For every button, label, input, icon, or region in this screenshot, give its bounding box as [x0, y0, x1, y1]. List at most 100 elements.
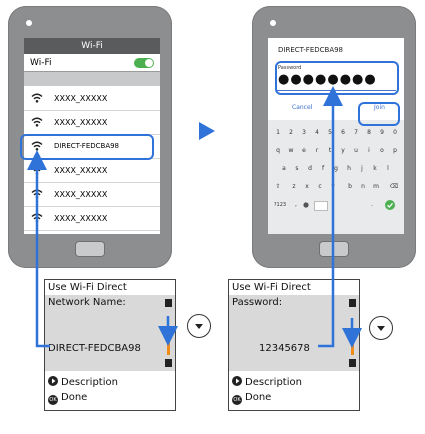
key[interactable]: 7 — [354, 129, 358, 136]
dialog-actions: Cancel Join — [268, 98, 404, 116]
symbols-key[interactable]: ?123 — [273, 202, 287, 208]
footer-description[interactable]: Description — [48, 376, 118, 388]
key[interactable]: z — [292, 183, 296, 190]
wifi-network-name: DIRECT-FEDCBA98 — [54, 142, 120, 150]
key[interactable]: 9 — [380, 129, 384, 136]
key[interactable]: g — [334, 165, 338, 172]
key[interactable]: , — [295, 201, 297, 208]
printer-panel-network-name: Use Wi-Fi Direct Network Name: DIRECT-FE… — [44, 279, 176, 411]
key[interactable]: r — [315, 147, 319, 154]
key[interactable]: c — [318, 183, 322, 190]
camera-dot — [270, 20, 276, 26]
key[interactable]: m — [373, 183, 379, 190]
key[interactable]: 2 — [289, 129, 293, 136]
scroll-down-icon — [165, 359, 172, 367]
key[interactable]: l — [387, 165, 389, 172]
wifi-network-row[interactable]: XXXX_XXXXX — [24, 111, 160, 135]
key[interactable]: j — [361, 165, 363, 172]
globe-icon[interactable] — [302, 198, 310, 214]
key[interactable]: a — [282, 165, 286, 172]
keyboard-row: q w e r t y u i o p — [272, 144, 400, 158]
wifi-toggle-label: Wi-Fi — [30, 58, 52, 68]
password-screen: DIRECT-FEDCBA98 Password ●●●●●●●● Cancel… — [268, 38, 404, 234]
panel-body: Network Name: DIRECT-FEDCBA98 — [45, 295, 175, 371]
key[interactable]: p — [393, 147, 397, 154]
key[interactable]: 8 — [367, 129, 371, 136]
key[interactable]: q — [276, 147, 280, 154]
wifi-network-row[interactable]: XXXX_XXXXX — [24, 183, 160, 207]
phone-left: Wi-Fi Wi-Fi XXXX_XXXXX XXXX_XXXXX DIRECT… — [8, 6, 172, 268]
footer-description[interactable]: Description — [232, 376, 302, 388]
wifi-network-row[interactable]: XXXX_XXXXX — [24, 87, 160, 111]
scroll-up-icon — [349, 299, 356, 307]
key[interactable]: 5 — [328, 129, 332, 136]
keyboard-row: a s d f g h j k l — [272, 162, 400, 176]
key[interactable]: 4 — [315, 129, 319, 136]
ok-icon: OK — [48, 395, 58, 405]
key[interactable]: 1 — [276, 129, 280, 136]
chevron-down-icon — [195, 324, 203, 329]
key[interactable]: s — [295, 165, 299, 172]
wifi-network-row[interactable]: XXXX_XXXXX — [24, 207, 160, 231]
scroll-up-icon — [165, 299, 172, 307]
key[interactable]: i — [368, 147, 370, 154]
key[interactable]: b — [348, 183, 352, 190]
play-arrow-icon — [199, 122, 215, 140]
key[interactable]: n — [361, 183, 365, 190]
highlight-direct-network — [20, 134, 154, 160]
home-button[interactable] — [75, 241, 105, 257]
password-mask: ●●●●●●●● — [278, 72, 377, 87]
key[interactable]: k — [373, 165, 377, 172]
key[interactable]: 3 — [302, 129, 306, 136]
key[interactable]: e — [302, 147, 306, 154]
connector-arrow — [318, 86, 343, 348]
done-label: Done — [245, 392, 272, 403]
printer-panel-password: Use Wi-Fi Direct Password: 12345678 Desc… — [228, 279, 360, 411]
key[interactable]: w — [288, 147, 294, 154]
wifi-icon — [31, 117, 43, 127]
wifi-icon — [31, 93, 43, 103]
keyboard-row: ?123 , . — [272, 198, 400, 212]
key[interactable]: 6 — [341, 129, 345, 136]
scroll-down-button[interactable] — [187, 314, 211, 338]
camera-dot — [26, 20, 32, 26]
description-icon — [48, 376, 58, 386]
join-button[interactable]: Join — [374, 104, 385, 111]
chevron-down-icon — [377, 326, 385, 331]
key[interactable]: 0 — [393, 129, 397, 136]
key[interactable]: . — [371, 201, 373, 208]
toggle-knob — [145, 59, 153, 67]
password-label: Password: — [232, 297, 283, 308]
cancel-button[interactable]: Cancel — [292, 104, 313, 111]
key[interactable]: f — [321, 165, 325, 172]
wifi-icon — [31, 141, 43, 151]
connector-arrow — [27, 150, 50, 348]
key[interactable]: t — [328, 147, 332, 154]
description-label: Description — [245, 377, 302, 388]
key[interactable]: y — [341, 147, 345, 154]
wifi-screen: Wi-Fi Wi-Fi XXXX_XXXXX XXXX_XXXXX DIRECT… — [24, 38, 160, 234]
keyboard-row: 1 2 3 4 5 6 7 8 9 0 — [272, 126, 400, 140]
wifi-gap — [24, 72, 160, 86]
scroll-down-icon — [349, 359, 356, 367]
scroll-down-button[interactable] — [369, 316, 393, 340]
key[interactable]: d — [308, 165, 312, 172]
password-field-label: Password — [278, 65, 302, 71]
network-ssid: DIRECT-FEDCBA98 — [278, 46, 344, 54]
key[interactable]: h — [347, 165, 351, 172]
wifi-network-name: XXXX_XXXXX — [54, 166, 108, 175]
ok-icon: OK — [232, 395, 242, 405]
backspace-key[interactable]: ⌫ — [389, 183, 399, 190]
wifi-network-name: XXXX_XXXXX — [54, 214, 108, 223]
key[interactable]: u — [354, 147, 358, 154]
shift-key[interactable]: ⇧ — [275, 183, 281, 190]
key[interactable]: o — [380, 147, 384, 154]
key[interactable]: x — [305, 183, 309, 190]
enter-key[interactable] — [384, 198, 396, 216]
wifi-network-name: XXXX_XXXXX — [54, 118, 108, 127]
wifi-toggle-row: Wi-Fi — [24, 54, 160, 72]
description-icon — [232, 376, 242, 386]
wifi-toggle[interactable] — [134, 58, 154, 68]
